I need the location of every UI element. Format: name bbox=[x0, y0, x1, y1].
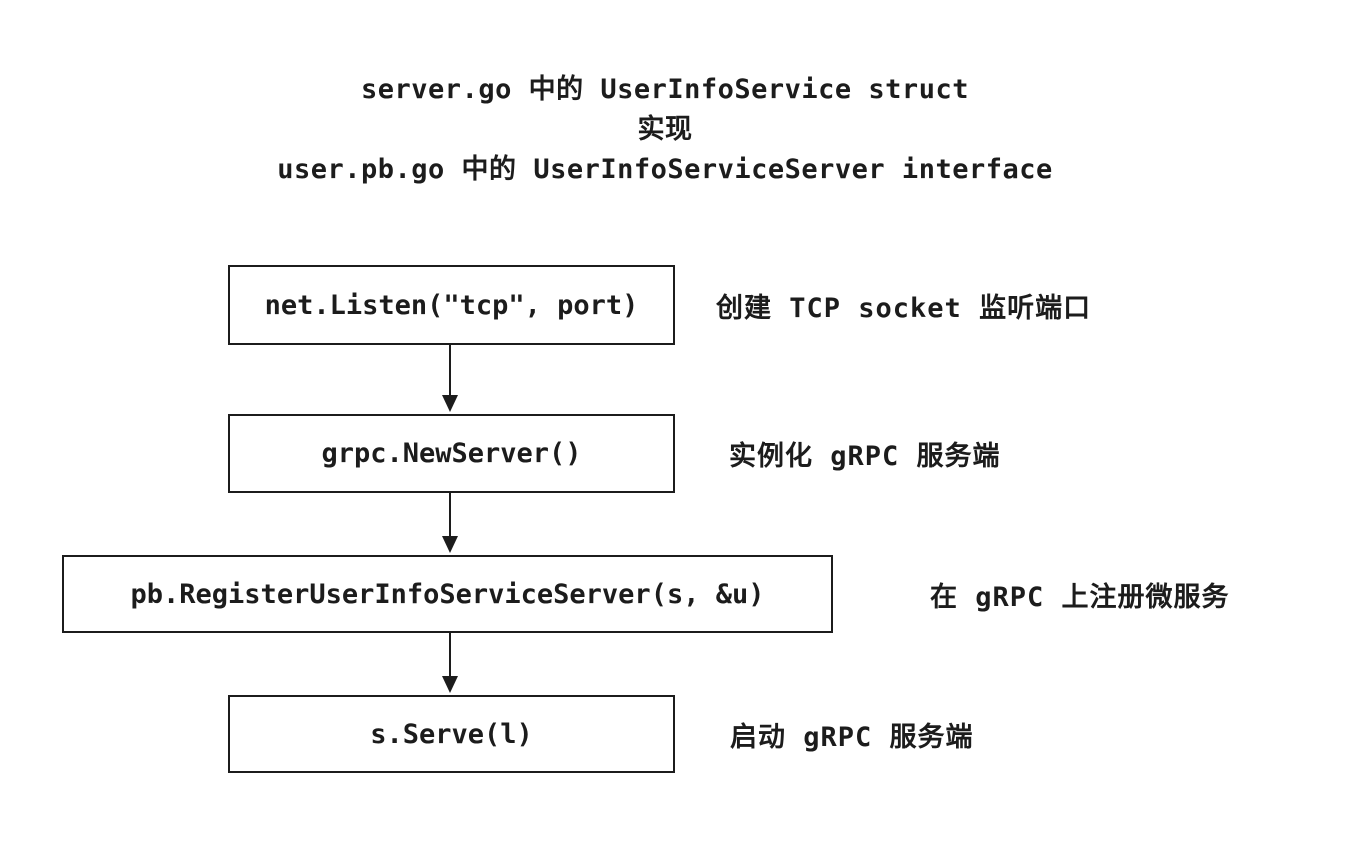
arrow-down-icon bbox=[442, 345, 458, 412]
flow-node-net-listen-code: net.Listen("tcp", port) bbox=[264, 289, 639, 321]
annotation-serve: 启动 gRPC 服务端 bbox=[730, 721, 974, 753]
arrow-head bbox=[442, 676, 458, 693]
arrow-head bbox=[442, 395, 458, 412]
flow-node-grpc-newserver: grpc.NewServer() bbox=[228, 414, 675, 493]
arrow-shaft bbox=[449, 633, 451, 676]
annotation-grpc-newserver: 实例化 gRPC 服务端 bbox=[729, 441, 1001, 472]
arrow-down-icon bbox=[442, 633, 458, 693]
flow-node-register-service-code: pb.RegisterUserInfoServiceServer(s, &u) bbox=[130, 578, 765, 610]
flow-node-serve-code: s.Serve(l) bbox=[370, 718, 533, 750]
arrow-shaft bbox=[449, 345, 451, 395]
title-line-1: server.go 中的 UserInfoService struct bbox=[361, 74, 969, 105]
title-line-3: user.pb.go 中的 UserInfoServiceServer inte… bbox=[277, 154, 1053, 185]
annotation-register-service: 在 gRPC 上注册微服务 bbox=[930, 581, 1230, 613]
arrow-down-icon bbox=[442, 493, 458, 553]
title-line-2: 实现 bbox=[637, 114, 693, 145]
flow-node-serve: s.Serve(l) bbox=[228, 695, 675, 773]
flow-node-net-listen: net.Listen("tcp", port) bbox=[228, 265, 675, 345]
flow-node-register-service: pb.RegisterUserInfoServiceServer(s, &u) bbox=[62, 555, 833, 633]
flow-node-grpc-newserver-code: grpc.NewServer() bbox=[321, 438, 582, 469]
arrow-head bbox=[442, 536, 458, 553]
arrow-shaft bbox=[449, 493, 451, 536]
annotation-net-listen: 创建 TCP socket 监听端口 bbox=[716, 292, 1092, 324]
diagram-title: server.go 中的 UserInfoService struct 实现 u… bbox=[0, 70, 1330, 190]
